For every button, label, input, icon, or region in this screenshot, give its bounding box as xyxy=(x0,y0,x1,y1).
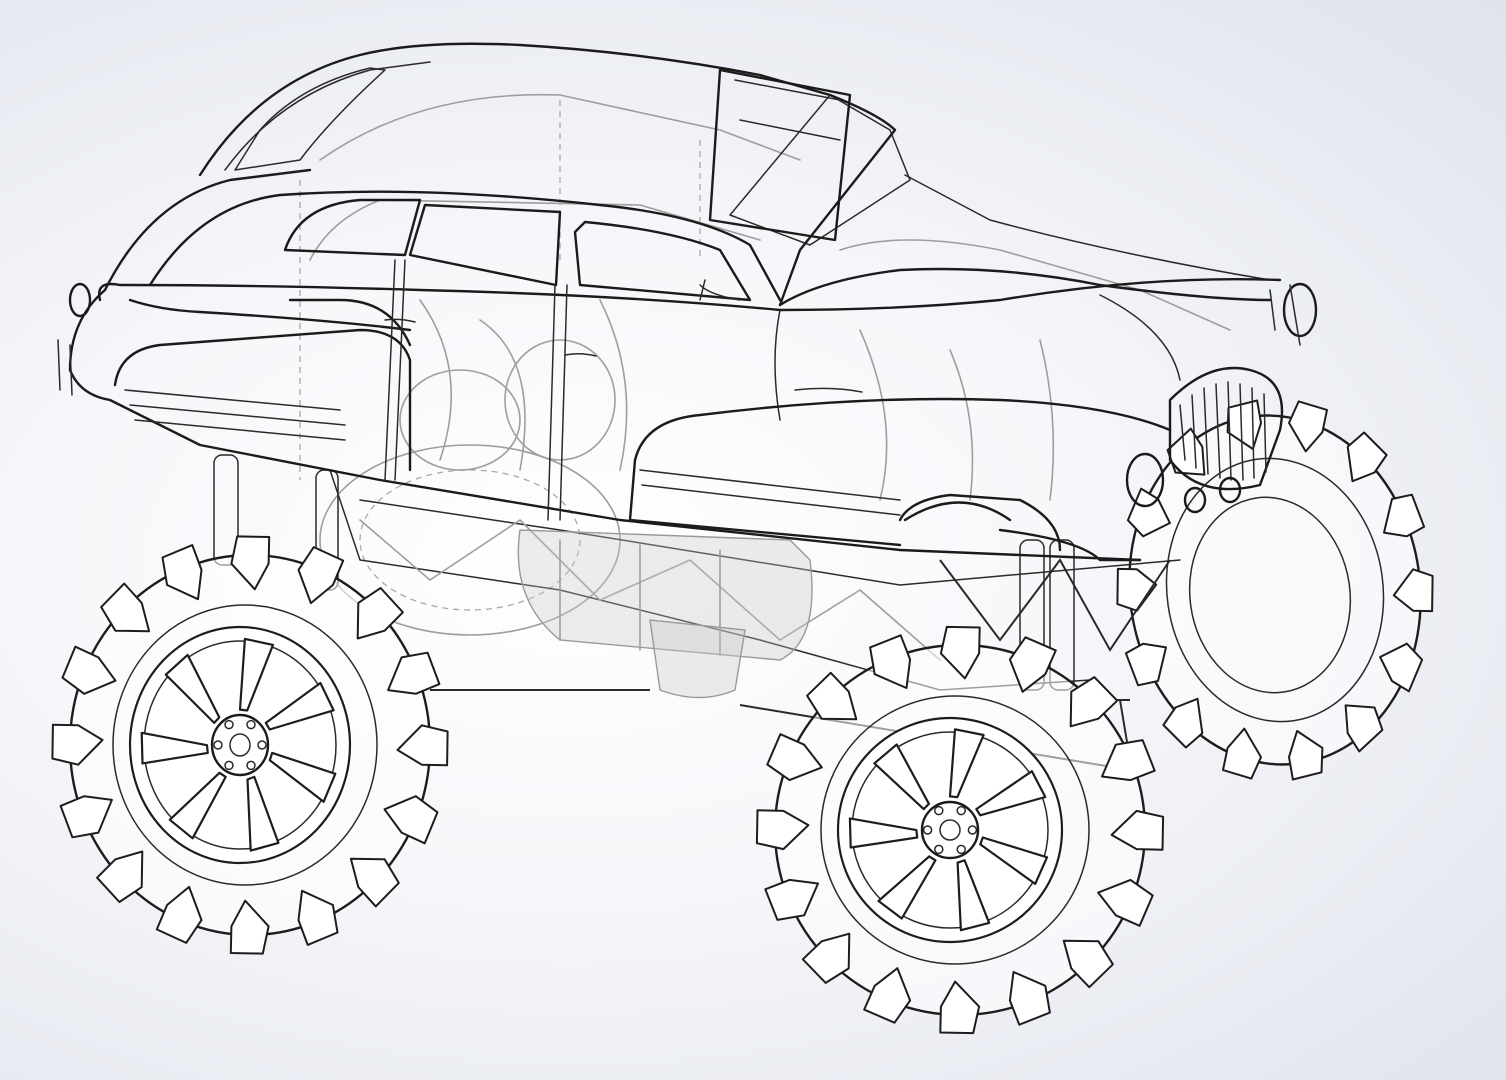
tread-lug xyxy=(1288,400,1328,453)
rim-spokes-front-left xyxy=(848,728,1049,932)
rim-spoke xyxy=(979,836,1049,886)
lug-nut xyxy=(246,760,256,771)
tread-lug xyxy=(349,857,400,908)
rim-spoke xyxy=(140,731,209,765)
tread-rear-left xyxy=(51,535,449,955)
lug-nut xyxy=(224,719,234,730)
tread-lug xyxy=(863,967,912,1024)
tread-lug xyxy=(1062,939,1114,989)
rim-spoke xyxy=(848,817,919,849)
tread-lug xyxy=(1222,727,1262,780)
tread-front-right xyxy=(1116,399,1434,781)
tread-lug xyxy=(356,587,404,640)
rim-spoke xyxy=(975,770,1047,817)
lug-nut xyxy=(967,825,978,835)
tread-lug xyxy=(1162,697,1204,749)
wheel-rear-left[interactable] xyxy=(51,535,449,955)
lug-nut xyxy=(213,740,223,750)
rim-spoke xyxy=(164,653,221,725)
lug-nut xyxy=(224,760,234,771)
rim-spoke xyxy=(268,751,337,803)
tread-lug xyxy=(383,795,439,845)
tread-lug xyxy=(396,724,449,767)
tread-lug xyxy=(1110,809,1165,851)
tread-lug xyxy=(1379,642,1424,693)
tread-lug xyxy=(59,795,113,839)
chassis-frame xyxy=(213,454,1181,771)
tread-lug xyxy=(755,809,810,851)
tread-lug xyxy=(1101,739,1156,782)
tread-lug xyxy=(387,651,441,695)
wheel-front-right[interactable] xyxy=(1107,397,1443,784)
tread-lug xyxy=(1124,642,1167,687)
tread-lug xyxy=(806,671,858,721)
tread-lug xyxy=(155,885,203,944)
tread-lug xyxy=(764,878,819,921)
tread-lug xyxy=(1392,568,1434,613)
tread-lug xyxy=(801,932,851,984)
tread-front-left xyxy=(755,625,1165,1035)
tread-lug xyxy=(100,582,151,633)
tread-lug xyxy=(229,899,270,955)
tread-lug xyxy=(230,535,271,591)
lug-nut xyxy=(956,844,966,855)
tread-lug xyxy=(939,980,981,1035)
rim-spokes-rear-left xyxy=(140,637,337,852)
tread-lug xyxy=(1097,878,1154,927)
tread-lug xyxy=(1116,567,1158,612)
tread-lug xyxy=(1069,676,1119,728)
lug-nut xyxy=(257,740,267,750)
tread-lug xyxy=(1344,704,1384,753)
tread-lug xyxy=(161,544,203,601)
tread-lug xyxy=(297,889,339,946)
lug-nut xyxy=(246,719,256,730)
rim-spoke xyxy=(873,743,931,811)
lug-nut xyxy=(934,844,944,855)
tread-lug xyxy=(939,625,981,680)
rim-spoke xyxy=(264,681,335,731)
rim-spoke xyxy=(238,637,275,712)
lug-nut xyxy=(956,805,966,816)
tread-lug xyxy=(1126,487,1171,538)
tread-lug xyxy=(1008,971,1051,1026)
wheel-front-left[interactable] xyxy=(755,625,1165,1035)
tread-lug xyxy=(869,634,912,689)
tread-lug xyxy=(1346,431,1388,483)
lug-nut xyxy=(934,805,944,816)
tread-lug xyxy=(766,733,823,782)
tread-lug xyxy=(297,546,345,605)
rim-spoke xyxy=(168,771,227,840)
rim-spoke xyxy=(956,859,991,932)
tread-lug xyxy=(1288,730,1324,781)
rim-spoke xyxy=(246,775,280,852)
tread-lug xyxy=(61,645,117,695)
car-body[interactable] xyxy=(57,42,1318,562)
rim-spoke xyxy=(948,728,985,799)
tread-lug xyxy=(51,723,104,766)
tread-lug xyxy=(1383,493,1426,538)
tread-lug xyxy=(1008,636,1057,693)
lug-nut xyxy=(922,825,933,835)
tread-lug xyxy=(96,850,144,903)
rim-spoke xyxy=(877,855,937,920)
